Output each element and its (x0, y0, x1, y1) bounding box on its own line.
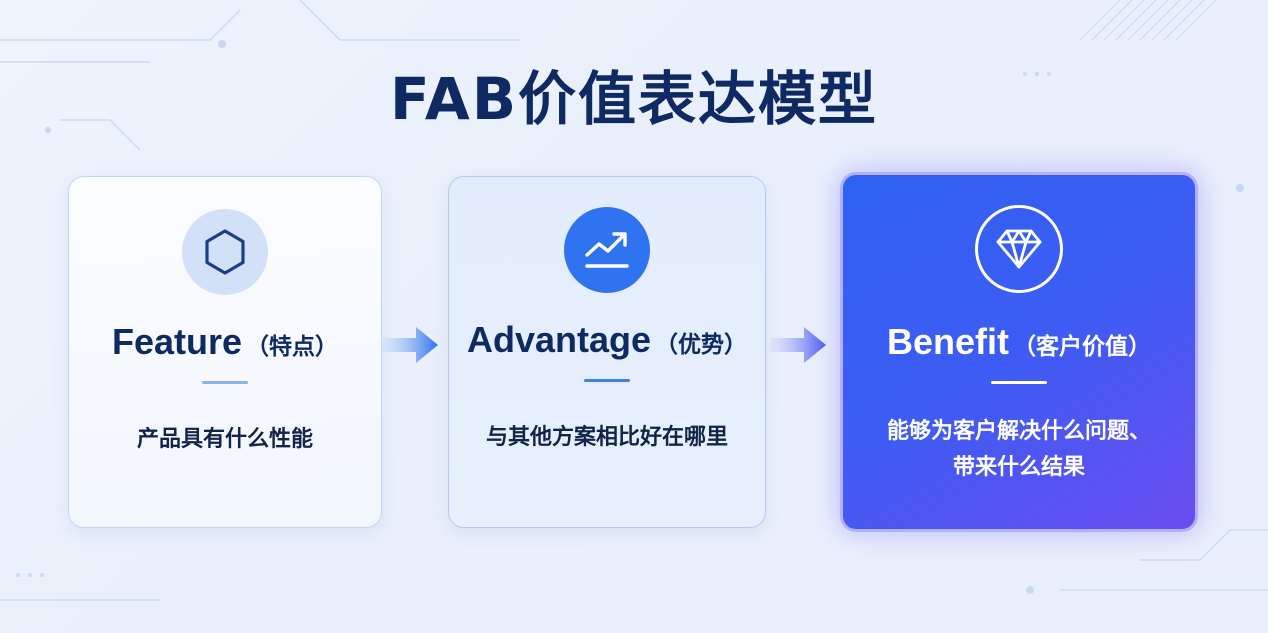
benefit-title: Benefit （客户价值） (887, 321, 1151, 363)
feature-card: Feature （特点） 产品具有什么性能 (68, 176, 382, 528)
trend-up-icon (585, 232, 629, 268)
feature-icon-badge (182, 209, 268, 295)
feature-title-en: Feature (111, 321, 243, 362)
benefit-icon-badge (975, 205, 1063, 293)
benefit-title-en: Benefit (886, 321, 1009, 362)
arrow-right-icon (770, 327, 826, 363)
diamond-icon (996, 229, 1042, 269)
benefit-description-line1: 能够为客户解决什么问题、 (886, 419, 1151, 444)
feature-divider (202, 381, 248, 384)
advantage-title-en: Advantage (466, 319, 652, 360)
advantage-card: Advantage （优势） 与其他方案相比好在哪里 (448, 176, 766, 528)
advantage-title-zh: （优势） (655, 332, 748, 358)
hexagon-icon (205, 229, 245, 275)
arrow-right-icon (382, 327, 438, 363)
benefit-divider (991, 381, 1047, 384)
benefit-title-zh: （客户价值） (1013, 334, 1151, 360)
advantage-title: Advantage （优势） (467, 319, 747, 361)
benefit-description: 能够为客户解决什么问题、 带来什么结果 (887, 414, 1151, 486)
feature-title-zh: （特点） (246, 334, 339, 360)
feature-title: Feature （特点） (112, 321, 338, 363)
advantage-icon-badge (564, 207, 650, 293)
advantage-description: 与其他方案相比好在哪里 (485, 425, 728, 450)
benefit-description-line2: 带来什么结果 (952, 455, 1085, 480)
feature-description: 产品具有什么性能 (136, 427, 313, 452)
page-title: FAB价值表达模型 (389, 65, 879, 133)
advantage-divider (584, 379, 630, 382)
benefit-card: Benefit （客户价值） 能够为客户解决什么问题、 带来什么结果 (840, 172, 1198, 532)
